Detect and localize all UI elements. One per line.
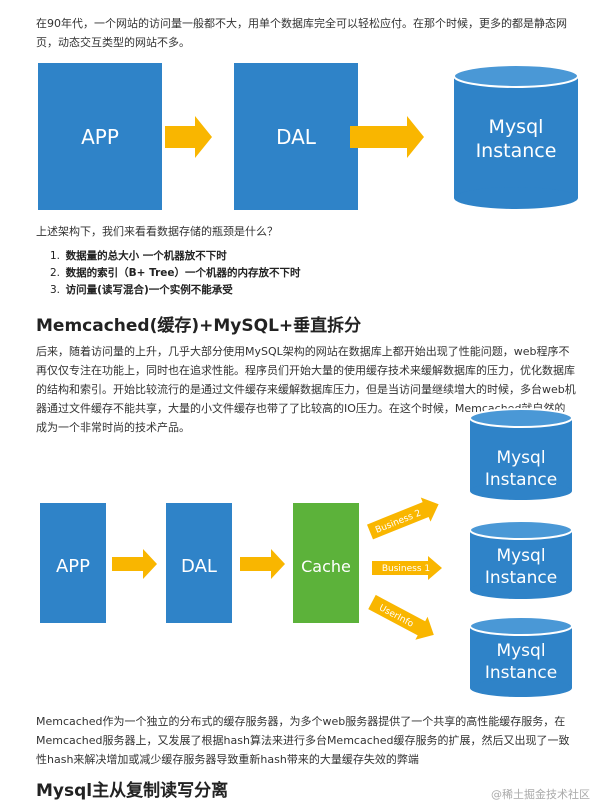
svg-text:Mysql: Mysql [496,546,545,566]
watermark: @稀土掘金技术社区 [491,788,590,801]
memcached-distributed-paragraph: Memcached作为一个独立的分布式的缓存服务器，为多个web服务器提供了一个… [36,715,570,766]
dal-label: DAL [276,125,317,149]
list-item: 2. 数据的索引（B+ Tree）一个机器的内存放不下时 [50,267,301,279]
mysql-db-cylinder: Mysql Instance [469,520,573,599]
intro-paragraph: 在90年代，一个网站的访问量一般都不大，用单个数据库完全可以轻松应付。在那个时候… [36,17,567,49]
arrow-icon [240,549,285,579]
bottleneck-list: 1. 数据量的总大小 一个机器放不下时 2. 数据的索引（B+ Tree）一个机… [50,248,301,299]
dal-box [234,63,358,210]
app-box [38,63,162,210]
diagram-single-db: APP DAL Mysql Instance [38,63,579,210]
list-item: 1. 数据量的总大小 一个机器放不下时 [50,250,227,262]
db-label-line2: Instance [476,140,557,162]
mysql-db-cylinder: Mysql Instance [469,616,573,697]
svg-text:Instance: Instance [485,663,557,683]
svg-text:Instance: Instance [485,568,557,588]
arrow-icon [350,116,424,158]
question-text: 上述架构下，我们来看看数据存储的瓶颈是什么？ [36,225,278,238]
section-heading-replication: Mysql主从复制读写分离 [36,781,229,801]
list-item: 3. 访问量(读写混合)一个实例不能承受 [50,284,233,296]
arrow-userinfo: UserInfo [368,594,434,640]
app-label: APP [81,125,119,149]
section-heading-memcached: Memcached(缓存)+MySQL+垂直拆分 [36,316,362,336]
arrow-icon [112,549,157,579]
arrow-business2: Business 2 [367,497,439,540]
dal-label: DAL [181,556,217,577]
mysql-db-cylinder: Mysql Instance [453,64,579,209]
app-label: APP [56,556,90,577]
svg-text:Mysql: Mysql [496,641,545,661]
svg-text:Instance: Instance [485,470,557,490]
diagram-cache-multi-db: APP DAL Cache Business 2 Business 1 User… [40,408,573,697]
arrow-business1: Business 1 [372,556,442,580]
memcached-paragraph: 后来，随着访问量的上升，几乎大部分使用MySQL架构的网站在数据库上都开始出现了… [36,345,576,434]
dal-box [166,503,232,623]
svg-text:Mysql: Mysql [496,448,545,468]
mysql-db-cylinder: Mysql Instance [469,408,573,500]
db-label-line1: Mysql [489,116,544,138]
cache-label: Cache [301,557,351,576]
app-box [40,503,106,623]
svg-text:Business 1: Business 1 [382,564,430,574]
arrow-icon [165,116,212,158]
cache-box [293,503,359,623]
